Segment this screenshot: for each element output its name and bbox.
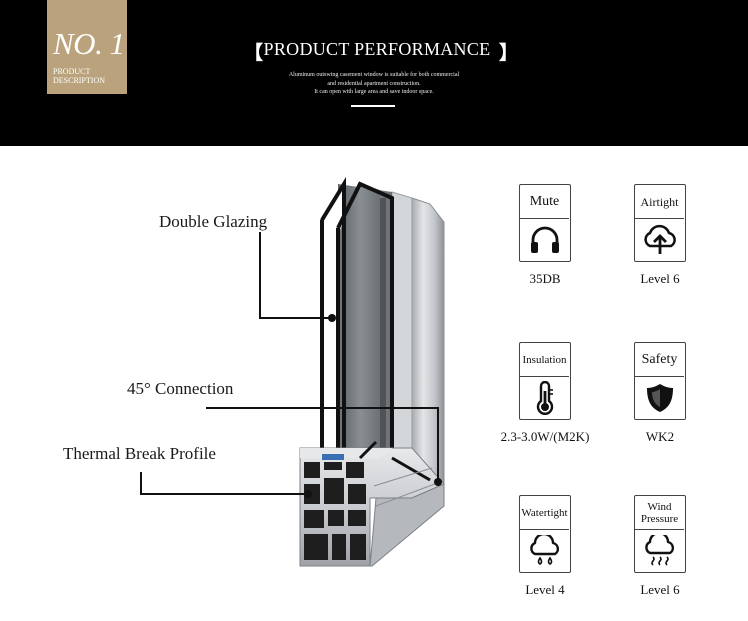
top-banner: NO. 1 PRODUCT DESCRIPTION 【 PRODUCT PERF… <box>0 0 748 146</box>
feature-card: Wind Pressure <box>634 495 686 573</box>
feature-watertight: Watertight Level 4 <box>490 495 600 605</box>
rain-cloud-icon <box>520 531 569 571</box>
title-underline <box>351 105 395 107</box>
feature-insulation: Insulation 2.3-3.0W/(M2K) <box>490 342 600 452</box>
badge-subtitle: PRODUCT DESCRIPTION <box>53 67 106 85</box>
feature-label: Airtight <box>635 185 684 219</box>
feature-value: 2.3-3.0W/(M2K) <box>500 429 590 444</box>
feature-card: Insulation <box>519 342 571 420</box>
feature-label: Mute <box>520 185 569 219</box>
shield-icon <box>635 378 684 418</box>
window-profile-illustration <box>140 176 445 567</box>
description-line: and residential apartment construction. <box>327 80 421 87</box>
wind-cloud-icon <box>635 531 684 571</box>
feature-safety: Safety WK2 <box>605 342 715 452</box>
feature-mute: Mute 35DB <box>490 184 600 294</box>
thermometer-icon <box>520 378 569 418</box>
feature-label: Insulation <box>520 343 569 377</box>
callout-dots <box>304 314 442 498</box>
feature-airtight: Airtight Level 6 <box>605 184 715 294</box>
callout-lines <box>140 232 439 495</box>
feature-wind-pressure: Wind Pressure Level 6 <box>605 495 715 605</box>
diagram-area: Double Glazing 45° Connection Thermal Br… <box>0 146 748 621</box>
feature-card: Mute <box>519 184 571 262</box>
frame-side <box>391 191 445 499</box>
badge-number: NO. 1 <box>53 26 125 61</box>
callout-45-connection: 45° Connection <box>127 379 234 398</box>
headphones-icon <box>520 220 569 260</box>
banner-description: Aluminum outswing casement window is sui… <box>200 71 548 97</box>
feature-label: Watertight <box>520 496 569 530</box>
feature-value: 35DB <box>529 271 561 286</box>
feature-value: Level 4 <box>525 582 565 597</box>
cloud-upload-icon <box>635 220 684 260</box>
callout-thermal-break: Thermal Break Profile <box>63 444 216 463</box>
feature-value: Level 6 <box>640 582 680 597</box>
callout-double-glazing: Double Glazing <box>159 212 268 231</box>
feature-card: Airtight <box>634 184 686 262</box>
bracket-right: 】 <box>499 42 519 64</box>
description-line: Aluminum outswing casement window is sui… <box>288 72 460 78</box>
bracket-left: 【 <box>244 42 264 64</box>
feature-card: Safety <box>634 342 686 420</box>
feature-value: WK2 <box>645 429 675 444</box>
description-line: It can open with large area and save ind… <box>314 89 434 95</box>
banner-title-row: 【 PRODUCT PERFORMANCE 】 <box>0 38 748 64</box>
banner-title: PRODUCT PERFORMANCE <box>263 39 491 59</box>
feature-label: Safety <box>635 343 684 377</box>
feature-card: Watertight <box>519 495 571 573</box>
feature-value: Level 6 <box>640 271 680 286</box>
number-badge: NO. 1 PRODUCT DESCRIPTION <box>47 0 127 94</box>
feature-label: Wind Pressure <box>635 496 684 530</box>
thermal-break-profile <box>299 440 445 567</box>
